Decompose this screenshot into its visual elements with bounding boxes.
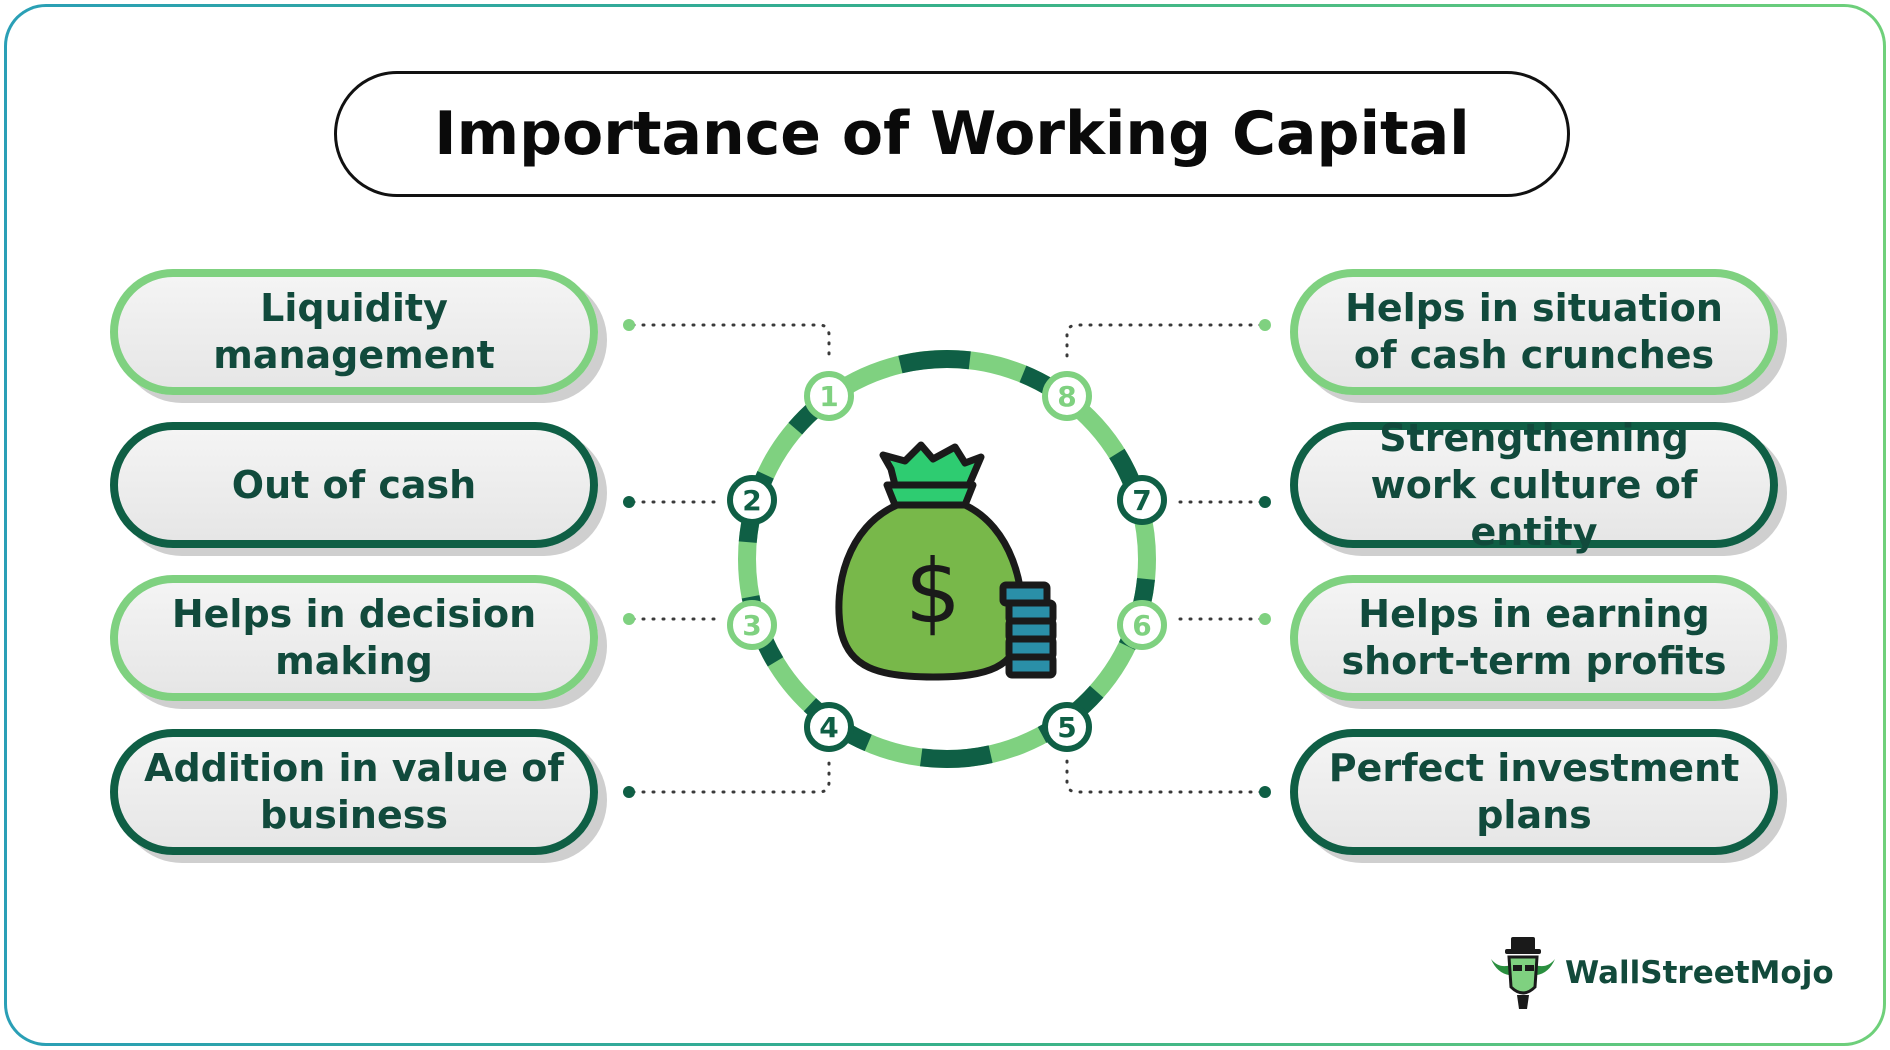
connector-5: [1065, 757, 1263, 794]
badge-number-4: 4: [819, 711, 838, 744]
badge-number-5: 5: [1057, 711, 1076, 744]
item-7-label: Strengthening work culture of entity: [1370, 415, 1698, 554]
item-6: Helps in earning short-term profits: [1290, 575, 1778, 701]
bull-mascot-icon: [1491, 937, 1555, 1009]
money-bag-icon: $: [835, 441, 1057, 681]
badge-2: 2: [727, 475, 777, 525]
badge-3: 3: [727, 600, 777, 650]
title-pill: Importance of Working Capital: [334, 71, 1570, 197]
badge-8: 8: [1042, 371, 1092, 421]
canvas: Importance of Working Capital: [7, 7, 1883, 1043]
item-8: Helps in situation of cash crunches: [1290, 269, 1778, 395]
badge-6: 6: [1117, 600, 1167, 650]
coin-stack-icon: [999, 581, 1057, 679]
page-title: Importance of Working Capital: [434, 99, 1470, 169]
badge-1: 1: [804, 371, 854, 421]
badge-4: 4: [804, 702, 854, 752]
bag-body: [835, 501, 1026, 681]
item-5: Perfect investment plans: [1290, 729, 1778, 855]
connector-8: [1065, 323, 1263, 363]
badge-5: 5: [1042, 702, 1092, 752]
badge-number-2: 2: [742, 484, 761, 517]
connector-lines: [631, 323, 1263, 794]
item-6-label: Helps in earning short-term profits: [1341, 592, 1727, 683]
badge-number-3: 3: [742, 609, 761, 642]
connector-1: [631, 323, 831, 363]
item-8-label: Helps in situation of cash crunches: [1345, 286, 1723, 377]
item-3: Helps in decision making: [110, 575, 598, 701]
item-1: Liquidity management: [110, 269, 598, 395]
connector-dots: [623, 319, 1271, 798]
ring-dark: [738, 350, 1156, 768]
connector-4: [631, 757, 831, 794]
frame-border: Importance of Working Capital: [4, 4, 1886, 1046]
brand-logo: WallStreetMojo: [1487, 935, 1834, 1011]
item-1-label: Liquidity management: [213, 286, 495, 377]
badge-number-1: 1: [819, 380, 838, 413]
badge-7: 7: [1117, 475, 1167, 525]
badge-number-7: 7: [1132, 484, 1151, 517]
item-4-label: Addition in value of business: [144, 746, 564, 837]
brand-name: WallStreetMojo: [1565, 955, 1834, 991]
number-badges: 1 2 3 4 8 7 6 5: [727, 371, 1167, 752]
item-7: Strengthening work culture of entity: [1290, 416, 1778, 554]
center-diagram: 1 2 3 4 8 7 6 5 $: [623, 319, 1271, 798]
item-5-label: Perfect investment plans: [1328, 746, 1740, 837]
bag-knot: [879, 441, 985, 489]
item-3-label: Helps in decision making: [171, 592, 537, 683]
dollar-symbol: $: [905, 540, 961, 643]
badge-number-8: 8: [1057, 380, 1076, 413]
badge-number-6: 6: [1132, 609, 1151, 642]
item-2: Out of cash: [110, 422, 598, 548]
item-4: Addition in value of business: [110, 729, 598, 855]
item-2-label: Out of cash: [231, 462, 477, 507]
